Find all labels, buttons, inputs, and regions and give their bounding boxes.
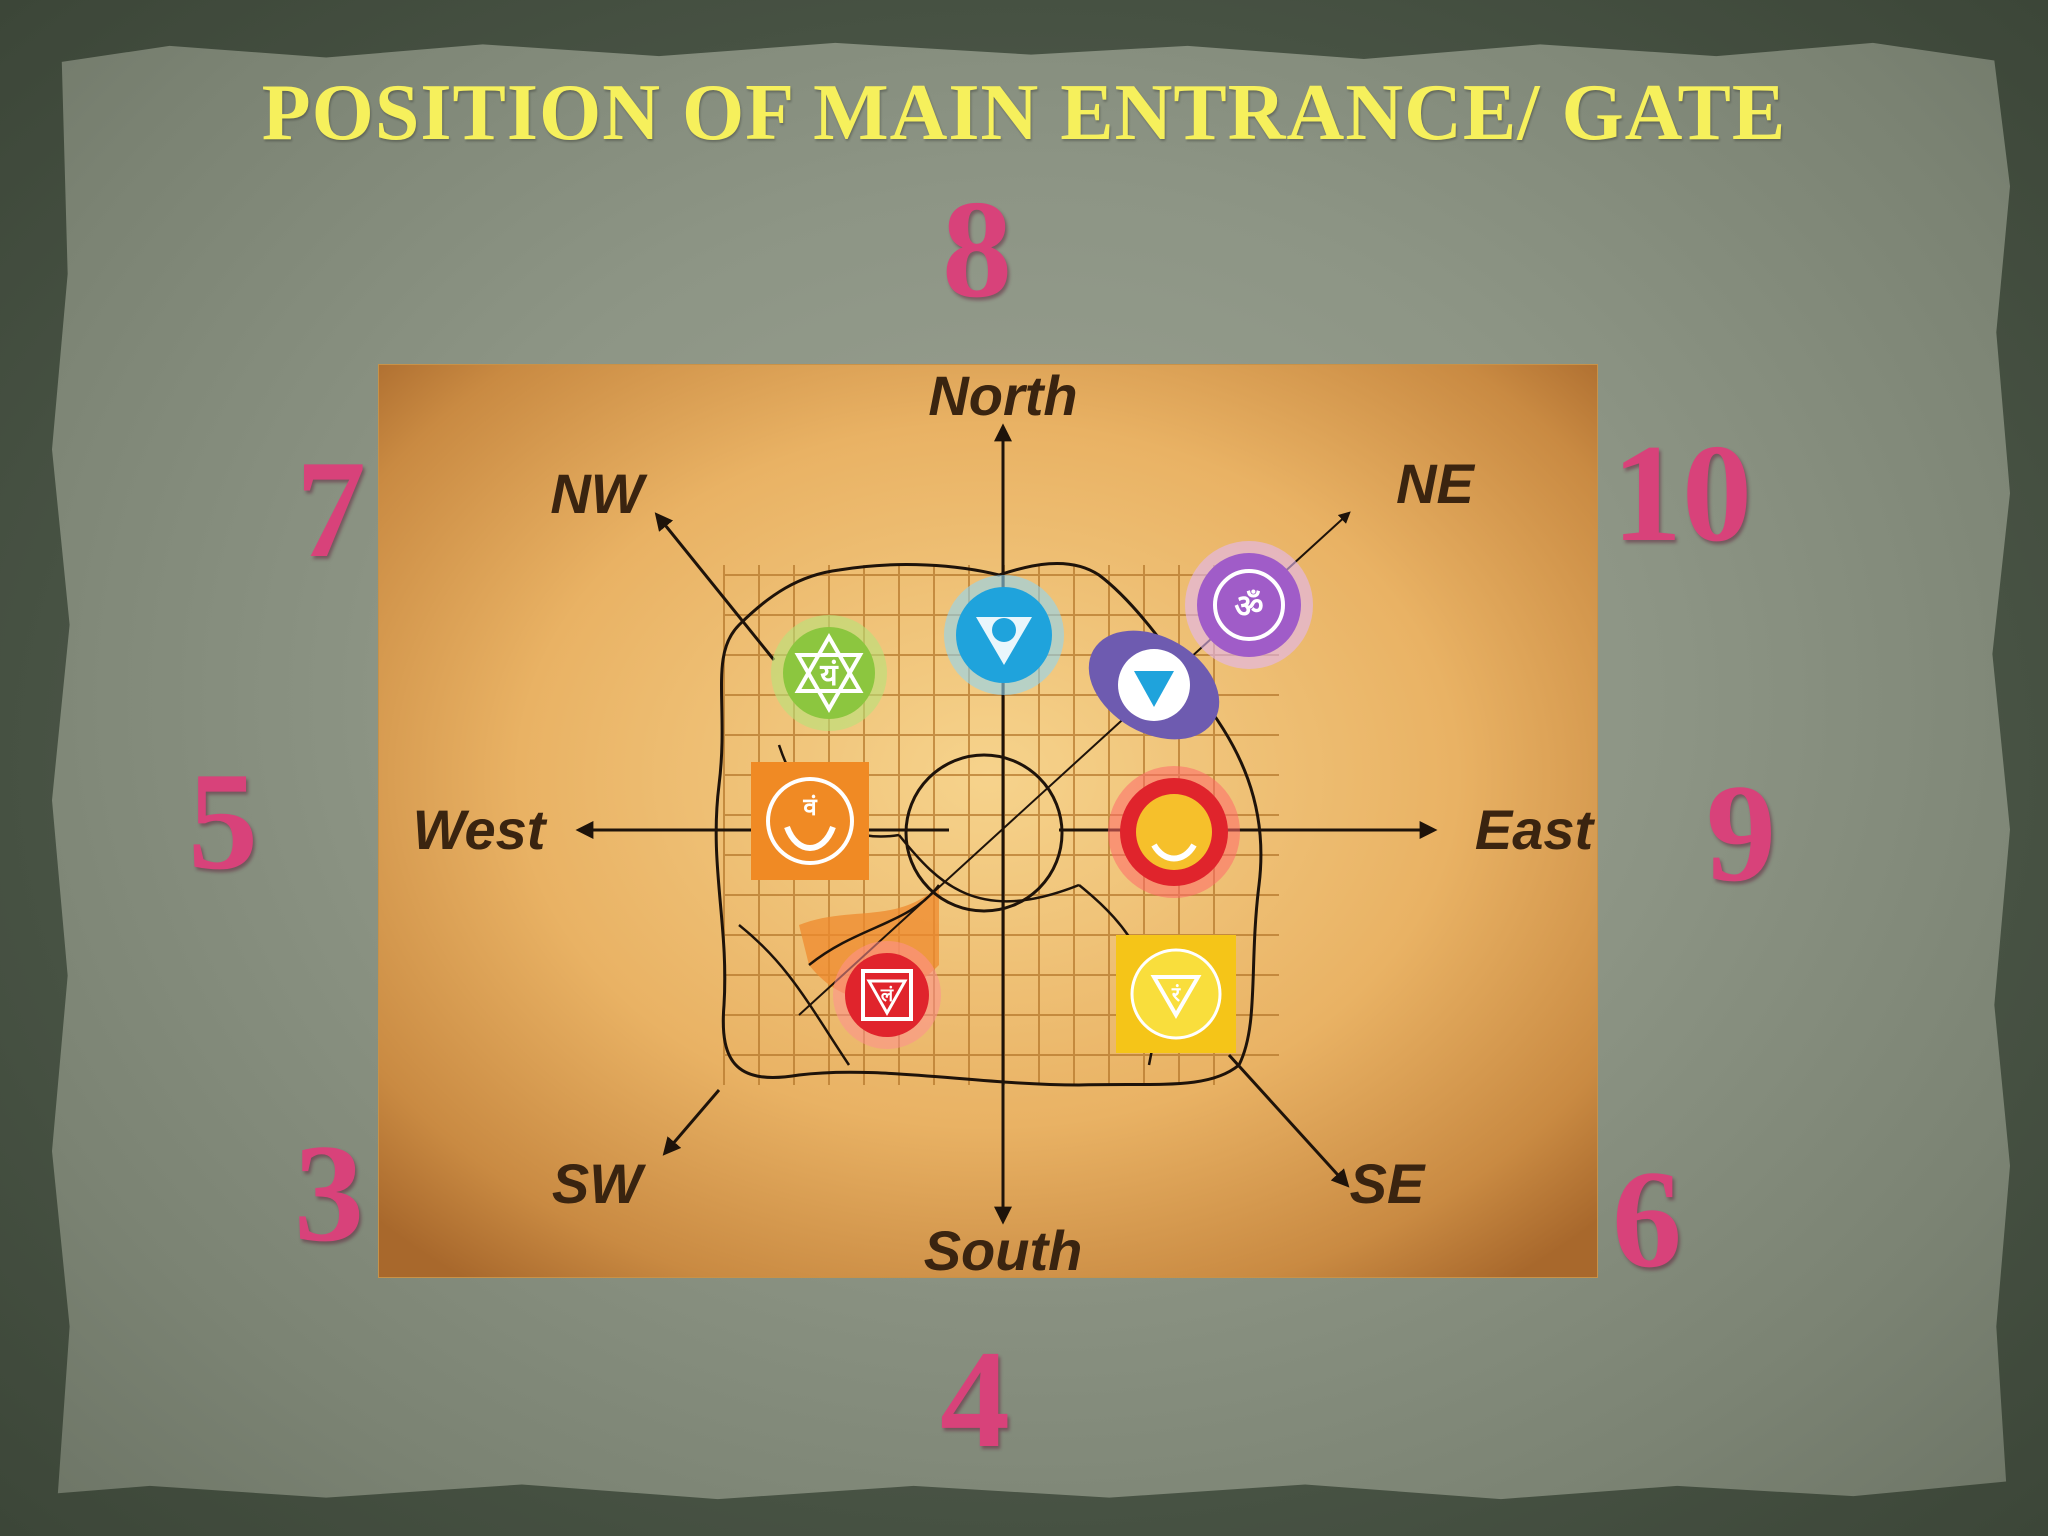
label-se: SE (1350, 1152, 1426, 1215)
vastu-compass-map: North South West East NW NE SW SE यं (378, 364, 1598, 1278)
label-sw: SW (552, 1152, 646, 1215)
label-east: East (1475, 798, 1596, 861)
sacral-chakra-letter: वं (802, 793, 818, 821)
label-nw: NW (550, 462, 647, 525)
number-4: 4 (940, 1322, 1010, 1477)
number-6: 6 (1612, 1142, 1682, 1297)
solar-plexus-chakra-letter: रं (1171, 982, 1181, 1006)
throat-chakra-icon (944, 575, 1064, 695)
label-north: North (928, 365, 1077, 427)
body-outline (714, 562, 1263, 1087)
number-8: 8 (942, 172, 1012, 327)
crown-chakra-icon: ॐ (1185, 541, 1313, 669)
number-5: 5 (188, 744, 258, 899)
heart-chakra-letter: यं (819, 658, 839, 693)
root-chakra-icon: लं (833, 941, 941, 1049)
number-7: 7 (296, 432, 366, 587)
slide-title: POSITION OF MAIN ENTRANCE/ GATE (261, 69, 1787, 157)
root-chakra-letter: लं (880, 985, 894, 1006)
manipura-chakra-icon (1108, 766, 1240, 898)
center-circle (904, 753, 1064, 913)
label-south: South (924, 1219, 1083, 1277)
number-9: 9 (1706, 756, 1776, 911)
third-eye-chakra-icon (1088, 630, 1220, 740)
label-west: West (413, 798, 548, 861)
label-ne: NE (1396, 452, 1475, 515)
crown-chakra-letter: ॐ (1234, 587, 1263, 625)
solar-plexus-chakra-icon: रं (1116, 935, 1236, 1053)
number-3: 3 (294, 1116, 364, 1271)
sacral-chakra-icon: वं (751, 762, 869, 880)
number-10: 10 (1612, 416, 1752, 571)
heart-chakra-icon: यं (771, 615, 887, 731)
